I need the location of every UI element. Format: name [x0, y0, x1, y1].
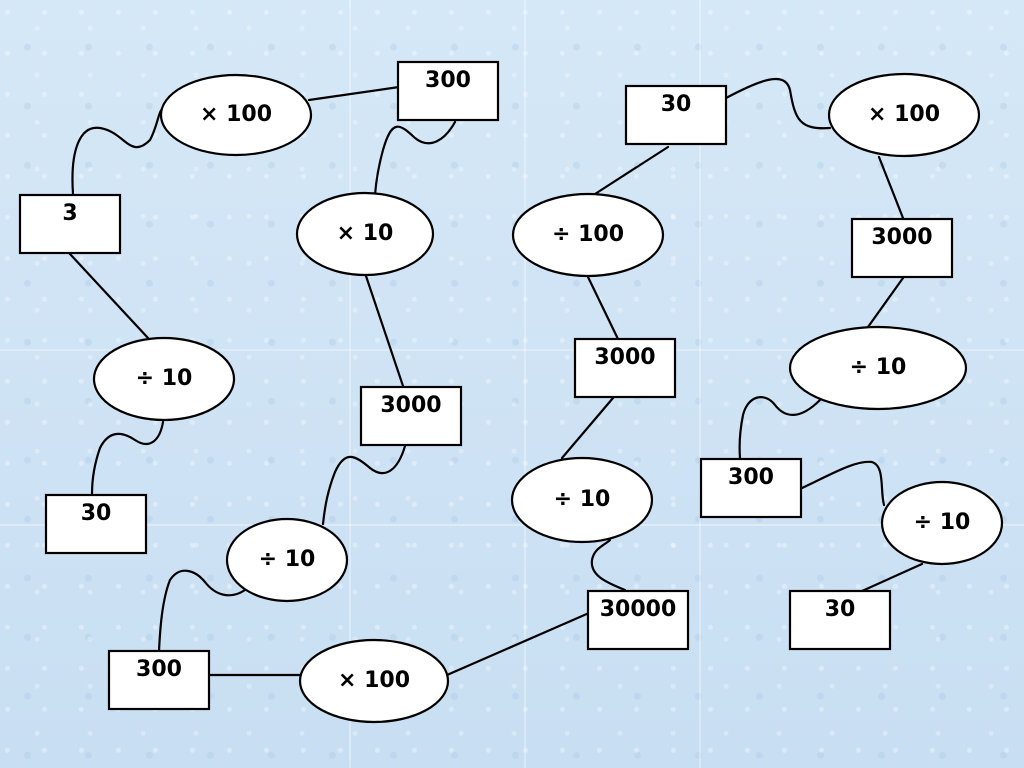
- nodes: 3 × 100 300 ÷ 10 30 × 10 3000 ÷ 10 300 × 100 30000…: [18, 60, 1004, 724]
- node-label: ÷ 10: [259, 547, 316, 572]
- node-label: ÷ 100: [552, 222, 624, 247]
- node-label: 300: [136, 657, 182, 682]
- value-box-n3000_b: 3000: [573, 337, 677, 399]
- operation-oval-op_div10_a: ÷ 10: [92, 336, 236, 422]
- oval-shape: [92, 336, 236, 422]
- connector-n300_a-to-op_x10: [373, 120, 457, 197]
- connector-op_x10-to-n3000_a: [364, 274, 405, 388]
- oval-shape: [298, 638, 450, 724]
- node-label: × 100: [868, 102, 940, 127]
- operation-oval-op_x100_b: × 100: [298, 638, 450, 724]
- box-shape: [573, 337, 677, 399]
- oval-shape: [827, 72, 981, 158]
- connector-n30_b-to-op_x100_c: [724, 77, 832, 130]
- operation-oval-op_div100: ÷ 100: [511, 192, 665, 278]
- operation-oval-op_div10_b: ÷ 10: [225, 517, 349, 603]
- node-label: 3000: [871, 225, 932, 250]
- value-box-n30_a: 30: [44, 493, 148, 555]
- box-shape: [850, 217, 954, 279]
- connector-op_div100-to-n30_b: [593, 145, 670, 196]
- box-shape: [44, 493, 148, 555]
- value-box-n30_b: 30: [624, 84, 728, 146]
- node-label: 30: [661, 92, 692, 117]
- node-label: × 100: [200, 102, 272, 127]
- node-label: 30: [81, 501, 112, 526]
- connector-op_div10_b-to-n300_b: [157, 569, 247, 653]
- connector-n3-to-op_div10_a: [68, 252, 150, 340]
- oval-shape: [225, 517, 349, 603]
- oval-shape: [880, 480, 1004, 566]
- operation-oval-op_x100_a: × 100: [159, 73, 313, 157]
- node-label: ÷ 10: [914, 510, 971, 535]
- oval-shape: [788, 325, 968, 411]
- value-box-n30000: 30000: [586, 589, 690, 651]
- node-label: 30000: [600, 597, 677, 622]
- connector-n3000_b-to-op_div100: [586, 275, 620, 341]
- value-box-n300_a: 300: [396, 60, 500, 122]
- connector-n300_c-to-op_div10_e: [800, 460, 886, 507]
- operation-oval-op_div10_e: ÷ 10: [880, 480, 1004, 566]
- operation-oval-op_x10: × 10: [295, 191, 435, 277]
- node-label: ÷ 10: [850, 355, 907, 380]
- connector-op_div10_e-to-n30_c: [860, 562, 924, 593]
- node-label: × 10: [337, 221, 394, 246]
- box-shape: [107, 649, 211, 711]
- box-shape: [18, 193, 122, 255]
- box-shape: [396, 60, 500, 122]
- connector-op_x100_b-to-n30000: [445, 611, 591, 677]
- connector-n3000_a-to-op_div10_b: [321, 444, 407, 526]
- node-label: × 100: [338, 668, 410, 693]
- oval-shape: [295, 191, 435, 277]
- value-box-n30_c: 30: [788, 589, 892, 651]
- value-box-n300_c: 300: [699, 457, 803, 519]
- value-box-n3000_c: 3000: [850, 217, 954, 279]
- node-label: 300: [728, 465, 774, 490]
- box-shape: [586, 589, 690, 651]
- node-label: 300: [425, 68, 471, 93]
- connector-n30000-to-op_div10_c: [590, 538, 627, 592]
- connector-n3000_c-to-op_div10_d: [866, 276, 905, 329]
- node-label: ÷ 10: [136, 366, 193, 391]
- box-shape: [699, 457, 803, 519]
- box-shape: [359, 385, 463, 447]
- oval-shape: [510, 456, 654, 544]
- connector-n3-to-op_x100_a: [71, 106, 165, 196]
- node-label: 3: [62, 201, 77, 226]
- box-shape: [788, 589, 892, 651]
- connector-op_div10_c-to-n3000_b: [560, 396, 615, 460]
- box-shape: [624, 84, 728, 146]
- node-label: 3000: [380, 393, 441, 418]
- connector-op_div10_d-to-n300_c: [738, 396, 822, 460]
- node-label: ÷ 10: [554, 487, 611, 512]
- node-label: 3000: [594, 345, 655, 370]
- value-box-n300_b: 300: [107, 649, 211, 711]
- operation-oval-op_x100_c: × 100: [827, 72, 981, 158]
- connector-op_x100_c-to-n3000_c: [877, 155, 905, 220]
- value-box-n3: 3: [18, 193, 122, 255]
- node-label: 30: [825, 597, 856, 622]
- connector-lines: [68, 77, 924, 677]
- connector-op_div10_a-to-n30_a: [90, 420, 165, 496]
- operation-oval-op_div10_d: ÷ 10: [788, 325, 968, 411]
- connector-op_x100_a-to-n300_a: [307, 85, 401, 102]
- operation-oval-op_div10_c: ÷ 10: [510, 456, 654, 544]
- oval-shape: [511, 192, 665, 278]
- oval-shape: [159, 73, 313, 157]
- value-box-n3000_a: 3000: [359, 385, 463, 447]
